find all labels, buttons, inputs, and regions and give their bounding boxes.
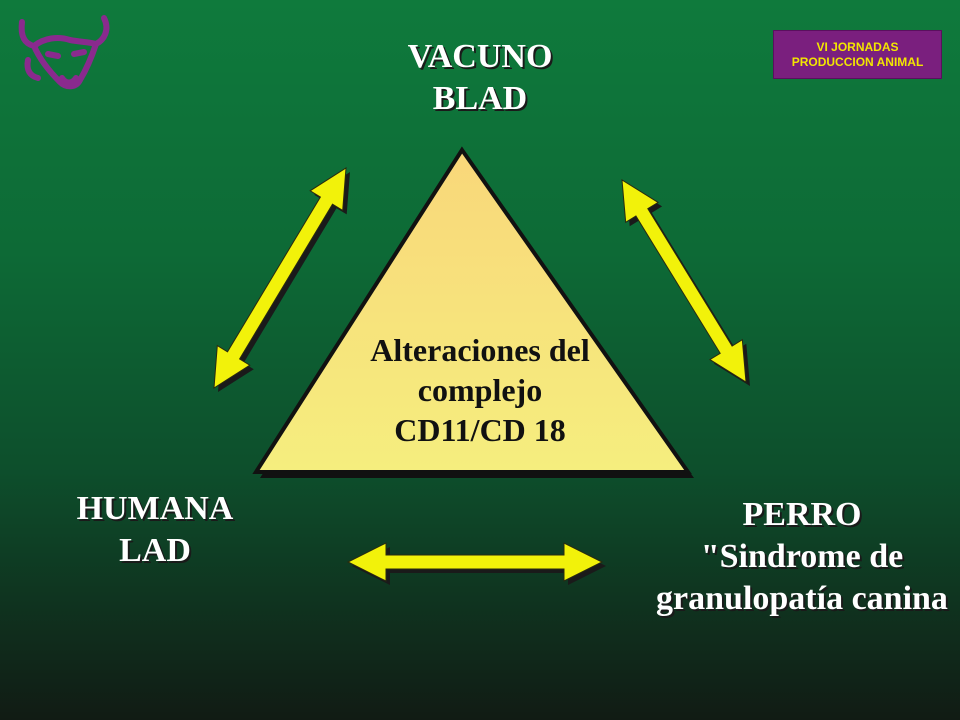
center-line-2: complejo	[417, 372, 543, 408]
arrow-bottom-horizontal	[346, 542, 604, 582]
center-line-3: CD11/CD 18	[394, 412, 566, 448]
arrow-right-diagonal	[621, 179, 747, 383]
node-humana: HUMANA LAD	[60, 488, 250, 572]
humana-subtitle: LAD	[119, 532, 191, 569]
perro-subtitle-2: granulopatía canina	[656, 580, 948, 617]
humana-title: HUMANA	[76, 490, 234, 527]
vacuno-title: VACUNO	[407, 38, 553, 75]
arrow-left-diagonal	[213, 167, 347, 389]
center-label: Alteraciones del complejo CD11/CD 18	[330, 330, 630, 450]
perro-subtitle-1: "Sindrome de	[700, 538, 904, 575]
triangle	[252, 146, 692, 474]
center-line-1: Alteraciones del	[370, 332, 590, 368]
event-badge: VI JORNADAS PRODUCCION ANIMAL	[773, 30, 942, 79]
perro-title: PERRO	[742, 496, 862, 533]
bull-head-icon	[18, 15, 110, 90]
badge-line-2: PRODUCCION ANIMAL	[791, 54, 924, 69]
vacuno-subtitle: BLAD	[432, 80, 528, 117]
badge-line-1: VI JORNADAS	[816, 39, 899, 54]
node-vacuno: VACUNO BLAD	[380, 36, 580, 120]
node-perro: PERRO "Sindrome de granulopatía canina	[632, 494, 960, 620]
